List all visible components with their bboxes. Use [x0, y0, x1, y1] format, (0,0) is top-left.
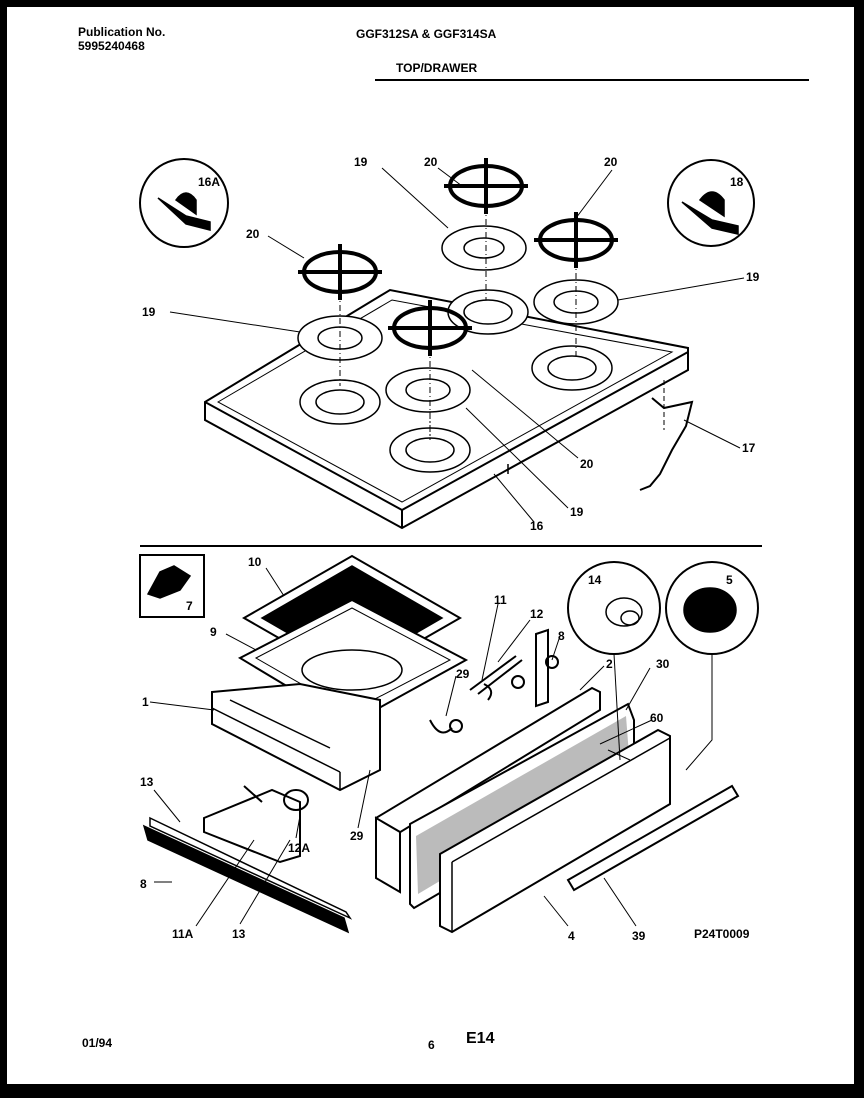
burner-grate [534, 212, 618, 268]
trim-strip [566, 784, 740, 892]
callout-30: 30 [656, 657, 670, 671]
callout-20: 20 [424, 155, 438, 169]
callout-17: 17 [742, 441, 756, 455]
callout-labels-top: 16A 19 20 20 18 20 19 19 17 20 19 16 [142, 155, 760, 533]
callout-19: 19 [142, 305, 156, 319]
callout-39: 39 [632, 929, 646, 943]
callout-60: 60 [650, 711, 664, 725]
callout-20: 20 [604, 155, 618, 169]
section-title: TOP/DRAWER [396, 61, 478, 75]
callout-19: 19 [746, 270, 760, 284]
burner-well [299, 379, 381, 425]
detail-circle-18 [667, 159, 755, 247]
drawer-slide [142, 816, 353, 934]
callout-20: 20 [580, 457, 594, 471]
callout-8: 8 [140, 877, 147, 891]
callout-29: 29 [350, 829, 364, 843]
detail-circle-16a [139, 158, 229, 248]
callout-19: 19 [354, 155, 368, 169]
callout-7: 7 [186, 599, 193, 613]
callout-12a: 12A [288, 841, 310, 855]
burner-well [531, 345, 613, 391]
model-numbers: GGF312SA & GGF314SA [356, 27, 497, 41]
callout-4: 4 [568, 929, 575, 943]
footer-section-code: E14 [466, 1030, 495, 1047]
callout-2: 2 [606, 657, 613, 671]
alignment-lines [339, 206, 577, 440]
burner-grate [298, 244, 382, 300]
rear-bracket [429, 628, 559, 734]
callout-14: 14 [588, 573, 602, 587]
callout-labels-bottom: 7 10 9 1 11 12 8 14 5 2 30 60 29 13 8 12… [140, 555, 733, 943]
callout-1: 1 [142, 695, 149, 709]
burner-grate [444, 158, 528, 214]
figure-code: P24T0009 [694, 927, 750, 941]
callout-5: 5 [726, 573, 733, 587]
detail-circle-5 [665, 561, 759, 655]
burner-bowl [385, 367, 471, 413]
callout-16: 16 [530, 519, 544, 533]
detail-box-7 [139, 554, 205, 618]
callout-29: 29 [456, 667, 470, 681]
back-panel [374, 686, 601, 894]
callout-13: 13 [232, 927, 246, 941]
callout-20: 20 [246, 227, 260, 241]
callout-12: 12 [530, 607, 544, 621]
drawer-front [439, 728, 671, 934]
leader-lines-bottom [149, 567, 713, 927]
section-divider [140, 545, 762, 547]
part-17-wire [639, 380, 694, 491]
footer-date: 01/94 [82, 1036, 113, 1050]
burner-bowl [441, 225, 527, 271]
callout-13: 13 [140, 775, 154, 789]
callout-11a: 11A [172, 927, 194, 941]
footer-page-number: 6 [428, 1038, 435, 1052]
detail-circle-14 [567, 561, 661, 655]
publication-number: 5995240468 [78, 39, 145, 53]
callout-19: 19 [570, 505, 584, 519]
publication-label: Publication No. [78, 25, 166, 39]
header-rule [375, 79, 809, 81]
callout-18: 18 [730, 175, 744, 189]
callout-8: 8 [558, 629, 565, 643]
side-bracket [203, 785, 309, 864]
callout-9: 9 [210, 625, 217, 639]
drawer-frame [211, 682, 381, 792]
leader-lines-top [169, 167, 745, 523]
callout-11: 11 [494, 593, 507, 607]
callout-16a: 16A [198, 175, 220, 189]
callout-10: 10 [248, 555, 262, 569]
